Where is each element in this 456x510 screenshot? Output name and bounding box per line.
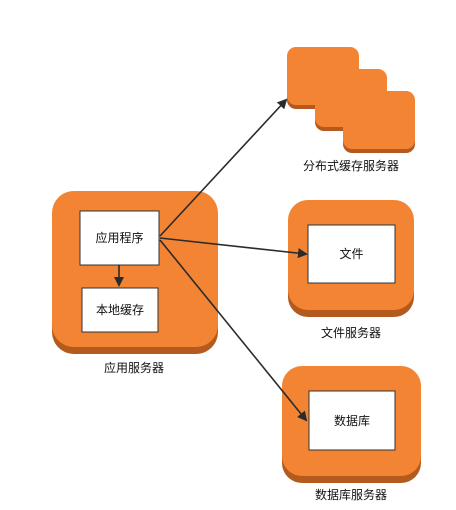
database-box <box>308 390 396 451</box>
file-box <box>307 224 396 284</box>
db-server-label: 数据库服务器 <box>315 487 387 502</box>
file-server: 文件 <box>288 200 414 317</box>
arrow-app-to-distributed-cache <box>159 98 288 237</box>
file-label: 文件 <box>339 246 363 261</box>
app-program-box <box>79 210 160 266</box>
database-label: 数据库 <box>334 413 370 428</box>
app-program-label: 应用程序 <box>95 230 143 245</box>
file-server-label: 文件服务器 <box>321 325 381 340</box>
arrow-app-to-database <box>159 239 308 422</box>
app-server-label: 应用服务器 <box>104 360 164 375</box>
distributed-cache-server-icon <box>287 47 415 153</box>
edges <box>114 98 308 422</box>
distributed-cache-server-label: 分布式缓存服务器 <box>303 158 399 173</box>
arrow-app-to-file <box>159 237 308 259</box>
local-cache-box <box>81 287 159 333</box>
db-server: 数据库 <box>282 366 421 483</box>
app-server: 应用程序 本地缓存 <box>52 191 218 354</box>
local-cache-label: 本地缓存 <box>96 303 144 317</box>
